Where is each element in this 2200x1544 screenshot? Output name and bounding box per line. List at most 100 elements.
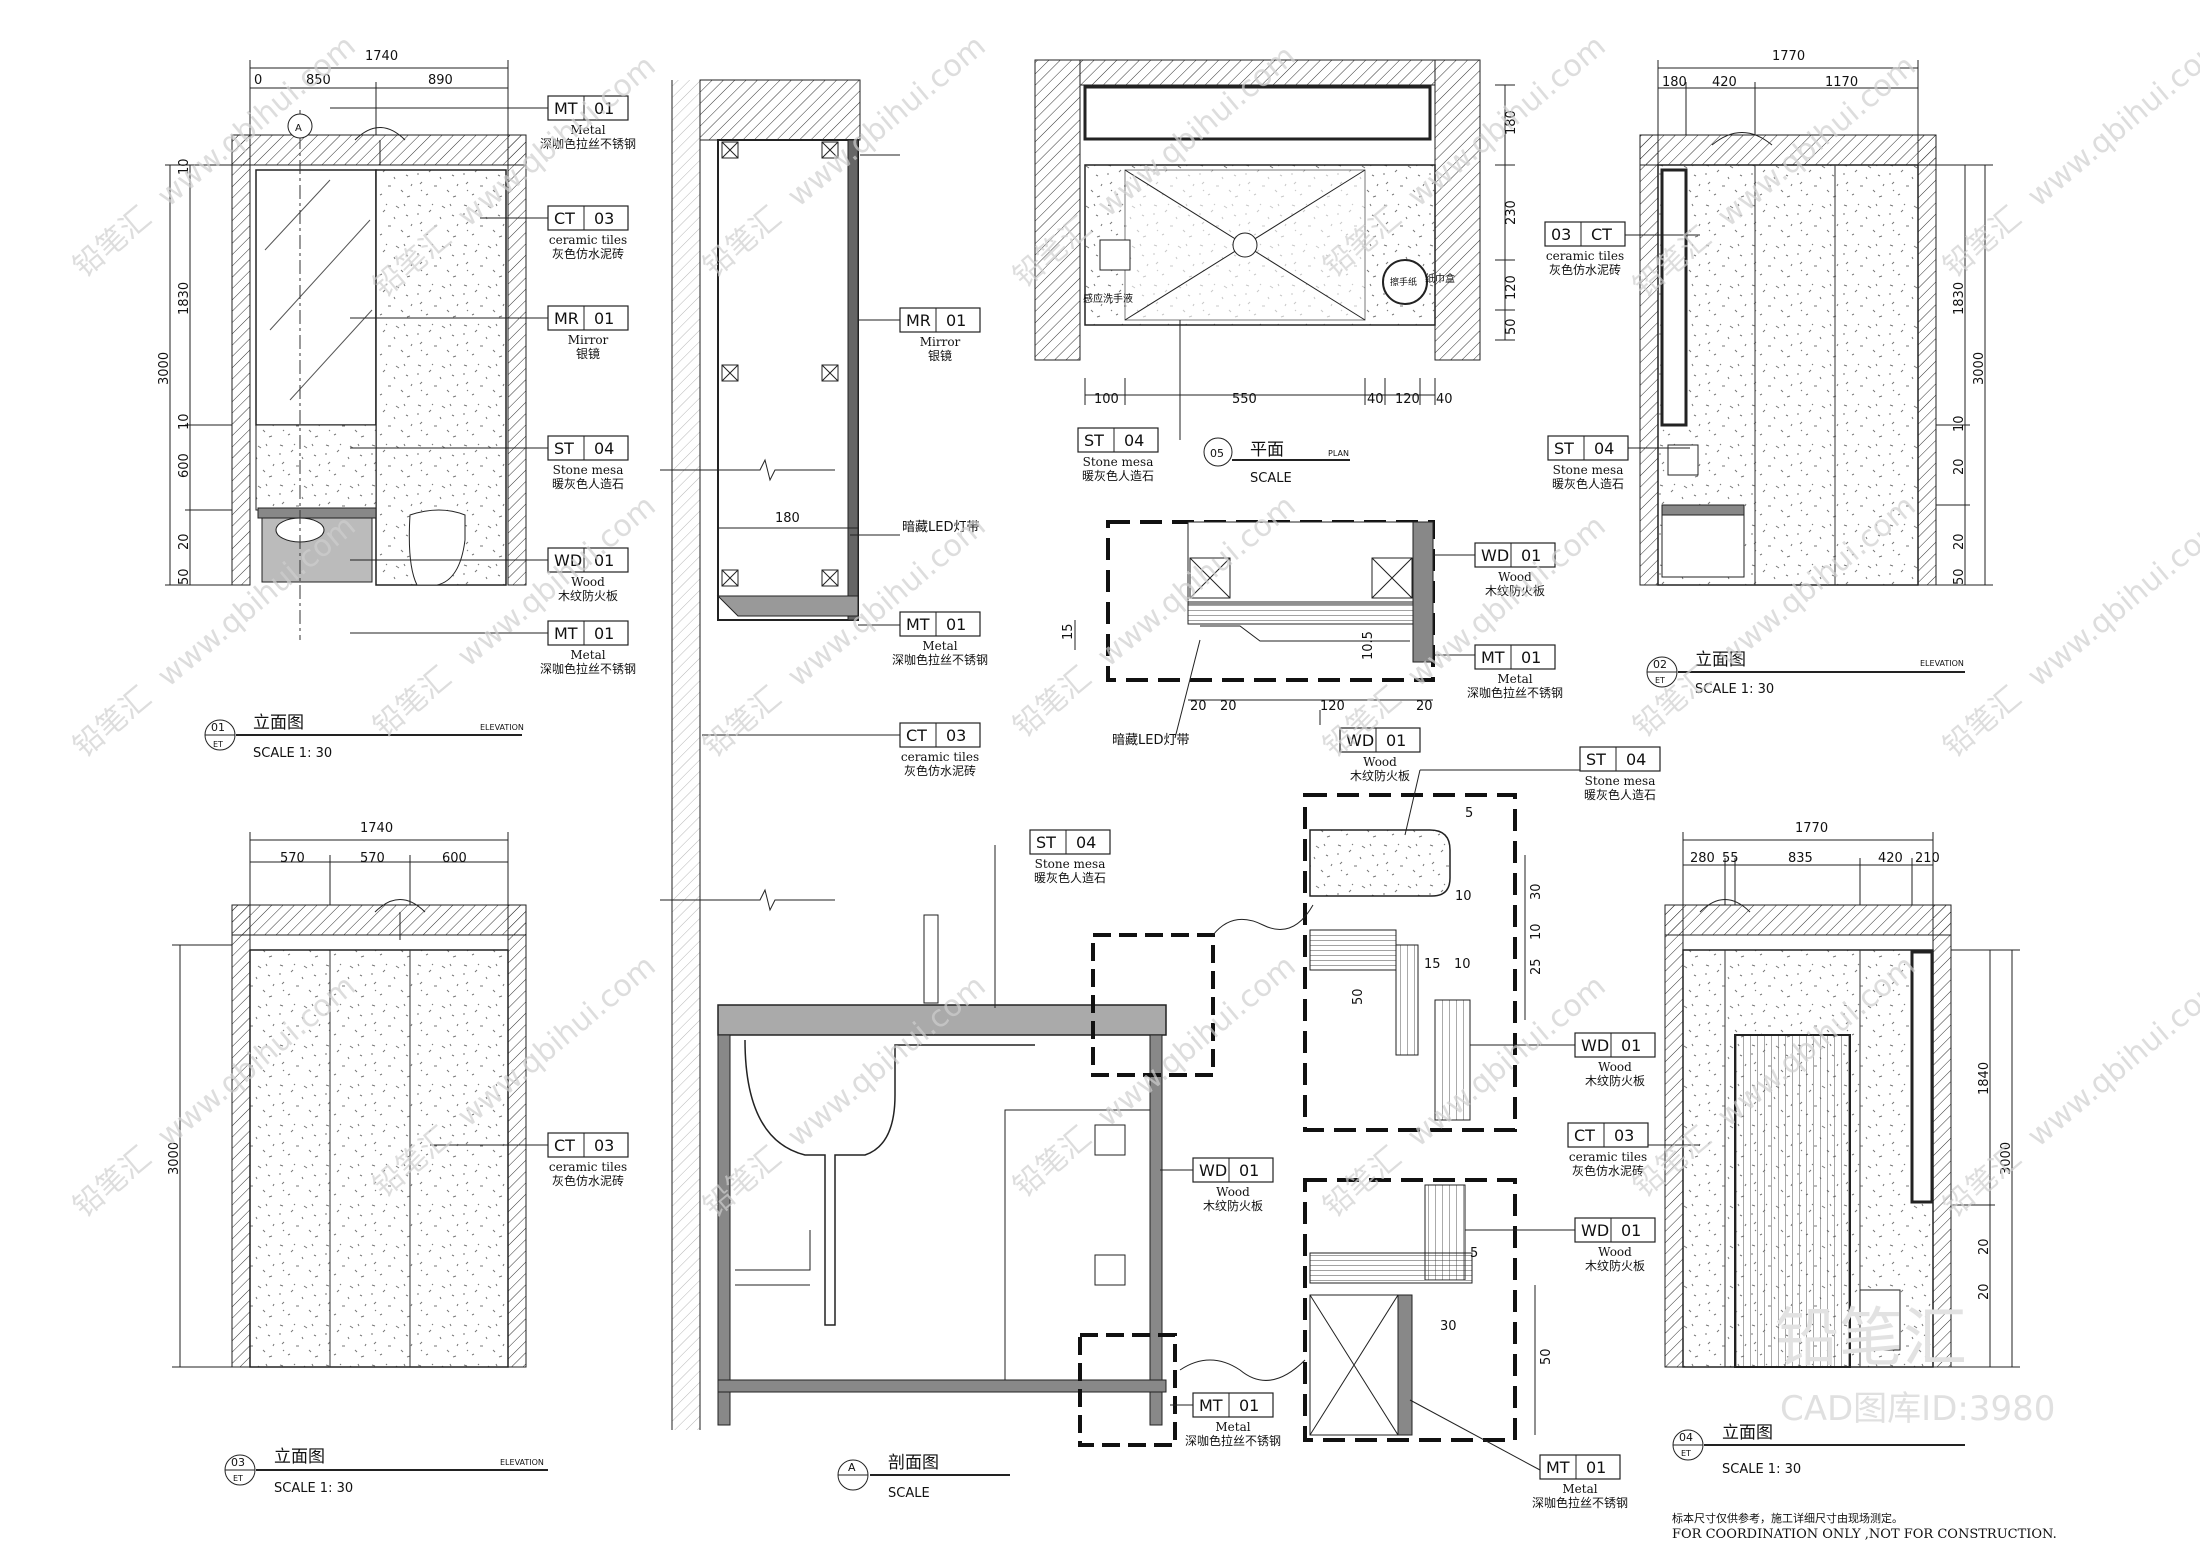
elevation-01: A 1740 0 850 890 3000 1830 10 10 600 20 … — [157, 49, 548, 761]
tag-material-en: Metal — [1562, 1482, 1597, 1496]
tag-code: WD — [1481, 546, 1509, 565]
tag-code: ST — [1586, 750, 1606, 769]
dim-h3: 20 — [1977, 1283, 1992, 1300]
tag-material-cn: 暖灰色人造石 — [1584, 788, 1656, 802]
tag-material-cn: 灰色仿水泥砖 — [1549, 262, 1621, 277]
tag-material-cn: 暖灰色人造石 — [552, 477, 624, 491]
dim-d3: 890 — [428, 73, 453, 88]
footer-note-cn: 标本尺寸仅供参考，施工详细尺寸由现场测定。 — [1672, 1511, 1903, 1525]
dim-d3: 600 — [442, 851, 467, 866]
tag-material-en: Stone mesa — [1035, 857, 1106, 871]
tag-number: 01 — [1621, 1221, 1641, 1240]
watermark-text-cn: 铅笔汇 — [1317, 1140, 1408, 1225]
view-title: 立面图 — [274, 1447, 325, 1467]
tag-number: 01 — [1586, 1458, 1606, 1477]
dim-d5: 210 — [1915, 851, 1940, 866]
elevation-03: 1740 570 570 600 3000 03 ET 立面图 ELEVATIO… — [167, 821, 548, 1496]
cabinet-door — [1004, 1109, 1151, 1381]
tag-material-en: Wood — [1598, 1060, 1632, 1074]
view-number: 05 — [1210, 447, 1224, 460]
tag-material-cn: 木纹防火板 — [1585, 1073, 1645, 1088]
dim-h-total: 3000 — [1999, 1142, 2014, 1175]
tag-material-cn: 灰色仿水泥砖 — [552, 246, 624, 261]
dim-total: 1770 — [1795, 821, 1828, 836]
dim-c: 50 — [1539, 1348, 1554, 1365]
tag-material-en: Metal — [570, 648, 605, 662]
tag-number: 03 — [594, 209, 614, 228]
view-number: A — [848, 1461, 856, 1474]
view-title: 立面图 — [1695, 650, 1746, 670]
dim-h4: 50 — [1504, 318, 1519, 335]
tag-number: 01 — [1521, 546, 1541, 565]
led-note: 暗藏LED灯带 — [1112, 733, 1189, 748]
dim-h3: 20 — [1952, 458, 1967, 475]
dim-h3: 120 — [1504, 275, 1519, 300]
tag-material-cn: 深咖色拉丝不锈钢 — [540, 136, 636, 151]
footer-note-en: FOR COORDINATION ONLY ,NOT FOR CONSTRUCT… — [1672, 1527, 2057, 1540]
watermark-text-cn: 铅笔汇 — [67, 1140, 158, 1225]
tag-number: 04 — [594, 439, 614, 458]
tag-material-en: ceramic tiles — [549, 233, 627, 247]
tag-material-cn: 暖灰色人造石 — [1034, 871, 1106, 885]
dim-d1: 180 — [1662, 75, 1687, 90]
view-subtitle: ELEVATION — [500, 1458, 544, 1467]
note-paper: 擦手纸 — [1390, 276, 1417, 288]
watermark-text-cn: 铅笔汇 — [1937, 680, 2028, 765]
tag-number: 01 — [594, 624, 614, 643]
led-note: 暗藏LED灯带 — [902, 520, 979, 535]
faucet — [923, 914, 939, 1004]
watermark-text-cn: 铅笔汇 — [1007, 660, 1098, 745]
view-title: 剖面图 — [888, 1453, 939, 1473]
tag-material-en: Metal — [1497, 672, 1532, 686]
tag-material-en: Stone mesa — [1585, 774, 1656, 788]
toilet — [408, 509, 466, 586]
dim-d5: 40 — [1436, 392, 1453, 407]
dim-d1: 100 — [1094, 392, 1119, 407]
tag-code: MR — [554, 309, 579, 328]
sink-basin — [744, 1039, 1035, 1326]
watermark-text-url: www.qbihui.com — [1401, 29, 1613, 214]
tag-code: 03 — [1551, 225, 1571, 244]
tag-number: 01 — [594, 309, 614, 328]
dim-d1: 570 — [280, 851, 305, 866]
tag-material-en: Wood — [1498, 570, 1532, 584]
dim-total: 1740 — [360, 821, 393, 836]
tag-code: ST — [1554, 439, 1574, 458]
view-title: 平面 — [1250, 440, 1284, 460]
tag-material-en: Stone mesa — [553, 463, 624, 477]
tag-material-cn: 深咖色拉丝不锈钢 — [540, 661, 636, 676]
tag-material-cn: 灰色仿水泥砖 — [552, 1173, 624, 1188]
watermark-text-url: www.qbihui.com — [1091, 949, 1303, 1134]
vanity-side — [1661, 511, 1745, 578]
plan-05: 感应洗手液 擦手纸 纸巾盒 100 550 40 120 40 180 230 … — [1034, 59, 1519, 486]
tag-material-cn: 木纹防火板 — [1485, 583, 1545, 598]
tag-material-cn: 灰色仿水泥砖 — [1572, 1163, 1644, 1178]
tag-material-en: Wood — [1598, 1245, 1632, 1259]
tag-material-en: Wood — [1216, 1185, 1250, 1199]
detail-callout — [1091, 933, 1215, 1077]
view-subtitle: PLAN — [1328, 449, 1349, 458]
view-ref: ET — [233, 1474, 243, 1483]
dim-d3: 1170 — [1825, 75, 1858, 90]
tag-material-en: Stone mesa — [1553, 463, 1624, 477]
tag-material-cn: 木纹防火板 — [558, 588, 618, 603]
tag-number: 01 — [1239, 1161, 1259, 1180]
dim-d4: 120 — [1395, 392, 1420, 407]
tag-material-cn: 深咖色拉丝不锈钢 — [1532, 1495, 1628, 1510]
dim-a: 15 — [1061, 623, 1076, 640]
tag-code: MT — [1199, 1396, 1223, 1415]
tag-material-cn: 暖灰色人造石 — [1082, 469, 1154, 483]
